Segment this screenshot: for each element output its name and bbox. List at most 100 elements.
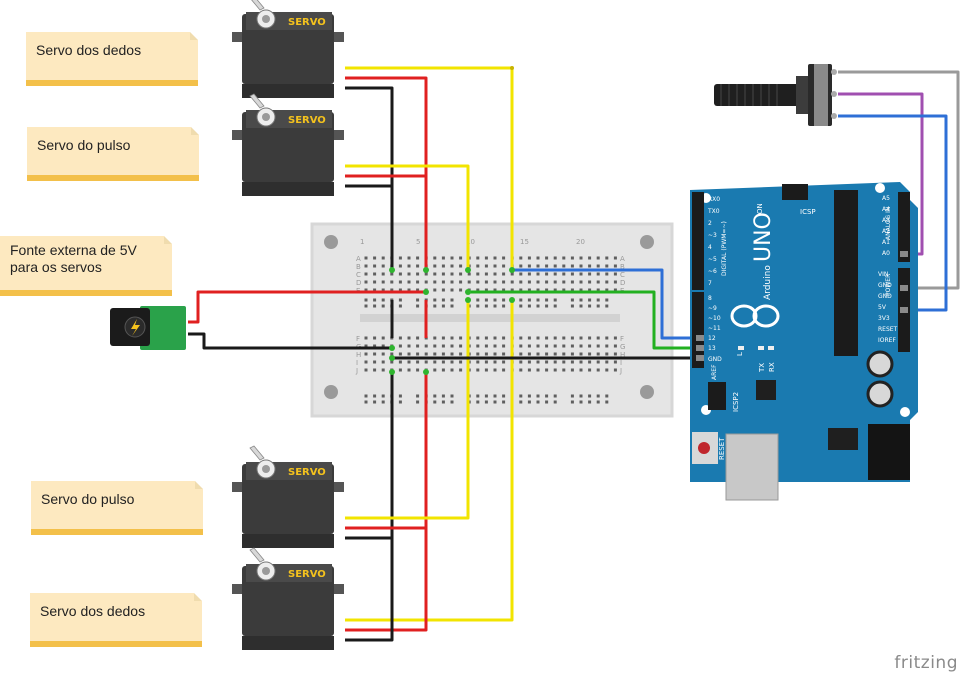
breadboard-rail-hole [398, 400, 402, 404]
breadboard-hole [613, 264, 617, 268]
breadboard-rail-hole [553, 298, 557, 302]
breadboard-hole [553, 368, 557, 372]
breadboard-rail-hole [476, 304, 480, 308]
breadboard-hole [459, 280, 463, 284]
breadboard-hole [613, 368, 617, 372]
row-letter: I [620, 359, 622, 367]
breadboard-hole [390, 280, 394, 284]
row-letter: B [356, 263, 361, 271]
breadboard-hole [570, 352, 574, 356]
breadboard-hole [364, 264, 368, 268]
breadboard-hole [416, 336, 420, 340]
breadboard-rail-hole [519, 298, 523, 302]
column-number: 5 [416, 238, 420, 246]
icsp2-header [708, 382, 726, 410]
breadboard-hole [493, 264, 497, 268]
breadboard-rail-hole [545, 400, 549, 404]
breadboard-hole [553, 360, 557, 364]
breadboard-hole [441, 264, 445, 268]
breadboard-hole [527, 288, 531, 292]
wires-bottom-servos [345, 300, 514, 642]
breadboard-hole [502, 368, 506, 372]
breadboard-rail-hole [381, 304, 385, 308]
breadboard-hole [553, 288, 557, 292]
breadboard-hole [476, 256, 480, 260]
wires-power-supply [188, 290, 426, 350]
board-brand: Arduino [763, 265, 773, 300]
breadboard-hole [424, 344, 428, 348]
row-letter: G [620, 343, 625, 351]
pin-label: 12 [708, 335, 716, 342]
breadboard-hole [433, 272, 437, 276]
breadboard-hole [613, 336, 617, 340]
breadboard-rail-hole [364, 400, 368, 404]
breadboard-hole [364, 344, 368, 348]
breadboard-hole [390, 360, 394, 364]
row-letter: H [356, 351, 361, 359]
breadboard-hole [433, 344, 437, 348]
digital-label: DIGITAL (PWM=~) [721, 221, 728, 276]
breadboard-hole [450, 360, 454, 364]
breadboard-hole [373, 360, 377, 364]
led [758, 346, 764, 350]
breadboard-hole [459, 264, 463, 268]
breadboard-hole [493, 272, 497, 276]
breadboard-hole [364, 280, 368, 284]
breadboard-hole [536, 256, 540, 260]
breadboard-hole [536, 344, 540, 348]
breadboard-hole [519, 352, 523, 356]
breadboard-rail-hole [579, 394, 583, 398]
servo-label: SERVO [288, 569, 326, 580]
servo-wrist-bottom: SERVO [231, 445, 345, 549]
breadboard-rail-hole [579, 304, 583, 308]
led [738, 346, 744, 350]
breadboard-hole [545, 264, 549, 268]
breadboard-rail-hole [484, 400, 488, 404]
row-letter: B [620, 263, 625, 271]
breadboard-rail-hole [373, 394, 377, 398]
breadboard-hole [424, 280, 428, 284]
breadboard-hole [407, 336, 411, 340]
breadboard-hole [424, 360, 428, 364]
digital-header [692, 192, 704, 290]
note-servo-fingers-top: Servo dos dedos [26, 32, 198, 86]
breadboard-hole [441, 360, 445, 364]
lightning-icon [131, 319, 140, 336]
potentiometer [714, 64, 837, 126]
breadboard-hole [450, 288, 454, 292]
row-letter: I [356, 359, 358, 367]
breadboard-hole [484, 288, 488, 292]
usb-port [725, 433, 779, 501]
breadboard-hole [467, 272, 471, 276]
breadboard-hole [502, 344, 506, 348]
breadboard-hole [527, 264, 531, 268]
breadboard-hole [570, 288, 574, 292]
breadboard-hole [416, 368, 420, 372]
breadboard-hole [459, 336, 463, 340]
breadboard-hole [459, 352, 463, 356]
on-led-label: ON [756, 203, 764, 214]
breadboard-rail-hole [502, 394, 506, 398]
pin-label: ~11 [708, 325, 721, 332]
pin-label: 5V [878, 304, 887, 311]
pin-label: ~10 [708, 315, 721, 322]
note-servo-wrist-bottom: Servo do pulso [31, 481, 203, 535]
breadboard-hole [373, 256, 377, 260]
breadboard-hole [545, 288, 549, 292]
breadboard-rail-hole [545, 304, 549, 308]
breadboard-hole [493, 288, 497, 292]
breadboard-rail-hole [433, 298, 437, 302]
breadboard-hole [519, 344, 523, 348]
breadboard-hole [519, 336, 523, 340]
breadboard-hole [613, 280, 617, 284]
breadboard-rail-hole [493, 304, 497, 308]
breadboard-rail-hole [570, 400, 574, 404]
breadboard-hole [536, 264, 540, 268]
breadboard-rail-hole [493, 298, 497, 302]
breadboard-hole [588, 344, 592, 348]
breadboard-rail-hole [450, 400, 454, 404]
breadboard-hole [373, 280, 377, 284]
icsp-label: ICSP [800, 208, 816, 216]
breadboard-rail-hole [605, 298, 609, 302]
pin-label: RESET [878, 326, 898, 333]
